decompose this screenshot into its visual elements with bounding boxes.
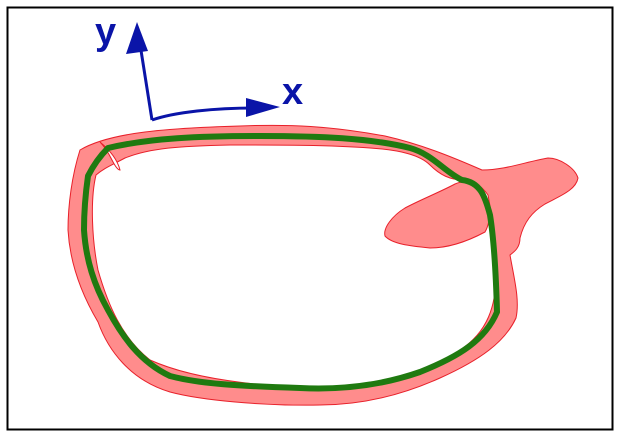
x-axis-label: x [282, 71, 303, 113]
y-axis-line [138, 43, 154, 121]
x-axis-line [151, 106, 256, 122]
centerline-curve [81, 133, 500, 392]
y-axis-arrowhead [126, 22, 148, 54]
axis-arrows [126, 22, 280, 122]
y-axis-label: y [95, 11, 116, 53]
x-axis-arrowhead [246, 98, 280, 117]
